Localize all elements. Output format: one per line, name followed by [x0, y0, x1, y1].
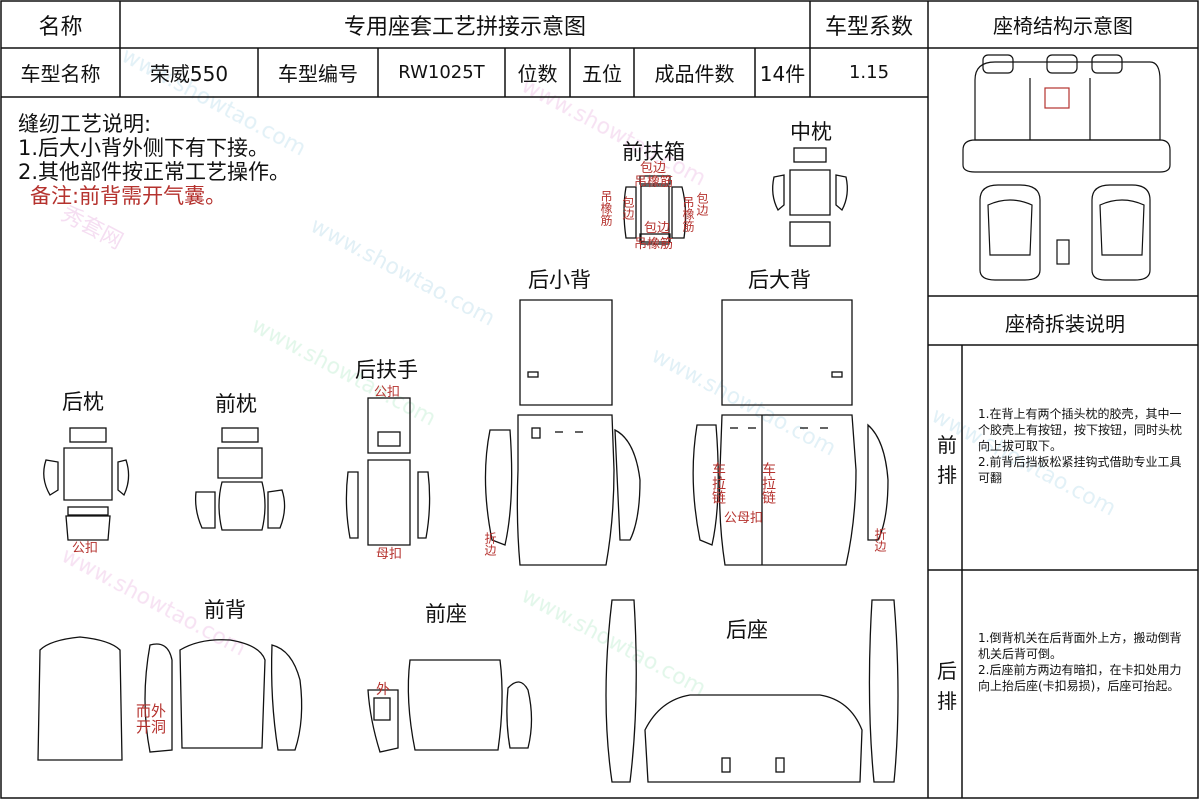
front-row-label: 前排 [937, 433, 957, 487]
header-title: 专用座套工艺拼接示意图 [343, 14, 586, 40]
annot-front-back-1: 而外 [136, 702, 166, 720]
annot-box-right: 吊橡筋 [681, 196, 695, 233]
title-front-pillow: 前枕 [215, 392, 257, 416]
annot-rear-pillow: 公扣 [72, 541, 98, 556]
piece-front-back [37, 636, 303, 761]
annotations: 包边 吊橡筋 吊橡筋 包边 吊橡筋 包边 包边 吊橡筋 公扣 公扣 母扣 折边 … [72, 161, 887, 736]
disassembly-title: 座椅拆装说明 [1005, 312, 1125, 336]
pattern-pieces [37, 147, 899, 783]
rear-instr-2: 2.后座前方两边有暗扣，在卡扣处用力向上抬后座(卡扣易损)，后座可抬起。 [978, 663, 1182, 693]
seats-value: 五位 [582, 62, 622, 86]
annot-box-bottom-1: 包边 [644, 221, 670, 236]
coef-value: 1.15 [848, 62, 890, 83]
annot-big-back-edge: 折边 [873, 527, 887, 553]
annot-box-top-2: 吊橡筋 [634, 174, 673, 190]
piece-rear-armrest [345, 397, 431, 546]
annot-big-back-zip-right: 车拉链 [760, 461, 776, 505]
seats-label: 位数 [517, 62, 558, 86]
notes-line1: 1.后大小背外侧下有下接。 [18, 136, 270, 160]
notes-heading: 缝纫工艺说明: [18, 112, 152, 136]
front-instr-2: 2.前背后挡板松紧挂钩式借助专业工具可翻 [978, 455, 1182, 485]
front-row-instructions: 1.在背上有两个插头枕的胶壳，其中一个胶壳上有按钮，按下按钮，同时头枕向上拔可取… [978, 406, 1188, 486]
piece-front-pillow [194, 427, 286, 531]
model-name-label: 车型名称 [20, 62, 101, 86]
piece-rear-seat [605, 599, 899, 783]
notes-remark: 备注:前背需开气囊。 [30, 184, 227, 208]
rear-row-label: 后排 [937, 659, 957, 713]
annot-box-bottom-2: 吊橡筋 [634, 236, 673, 252]
front-instr-1: 1.在背上有两个插头枕的胶壳，其中一个胶壳上有按钮，按下按钮，同时头枕向上拔可取… [978, 407, 1183, 453]
title-front-box: 前扶箱 [622, 140, 685, 164]
sewing-notes: 缝纫工艺说明: 1.后大小背外侧下有下接。 2.其他部件按正常工艺操作。 备注:… [18, 112, 290, 208]
rear-row-instructions: 1.倒背机关在后背面外上方，搬动倒背机关后背可倒。 2.后座前方两边有暗扣，在卡… [978, 630, 1188, 694]
header-name-label: 名称 [38, 14, 83, 40]
rear-instr-1: 1.倒背机关在后背面外上方，搬动倒背机关后背可倒。 [978, 631, 1182, 661]
title-front-seat: 前座 [425, 602, 467, 626]
annot-big-back-zip-left: 车拉链 [710, 461, 726, 505]
piece-front-seat [367, 659, 533, 753]
title-front-back: 前背 [204, 598, 246, 622]
annot-box-top-1: 包边 [640, 161, 666, 176]
seat-structure-sketch [962, 54, 1171, 281]
piece-rear-small-back [484, 299, 641, 566]
piece-rear-pillow [43, 427, 130, 541]
annot-big-back-snap: 公母扣 [724, 511, 763, 526]
annot-armrest-top: 公扣 [374, 385, 400, 400]
title-rear-seat: 后座 [726, 618, 768, 642]
annot-front-seat: 外 [376, 682, 390, 698]
model-no-value: RW1025T [398, 62, 485, 83]
model-name-value: 荣威550 [149, 62, 229, 86]
right-panel-title: 座椅结构示意图 [993, 14, 1133, 38]
piece-rear-big-back [692, 299, 889, 566]
title-rear-big-back: 后大背 [748, 268, 811, 292]
title-rear-small-back: 后小背 [528, 268, 591, 292]
watermark-6: www.showtao.com [517, 583, 710, 701]
piece-middle-pillow [772, 147, 848, 247]
watermark-4: www.showtao.com [647, 343, 840, 461]
model-no-label: 车型编号 [278, 62, 358, 86]
annot-small-back-edge: 折边 [483, 531, 497, 557]
annot-box-left-2: 包边 [621, 196, 635, 221]
pieces-label: 成品件数 [654, 62, 735, 86]
pieces-value: 14件 [759, 62, 806, 86]
notes-line2: 2.其他部件按正常工艺操作。 [18, 160, 291, 184]
title-middle-pillow: 中枕 [790, 120, 832, 144]
annot-box-right-2: 包边 [695, 192, 709, 217]
piece-front-box [623, 175, 687, 245]
title-rear-pillow: 后枕 [62, 390, 104, 414]
header-coef-label: 车型系数 [824, 14, 913, 40]
title-rear-armrest: 后扶手 [355, 358, 418, 382]
annot-box-left: 吊橡筋 [599, 190, 613, 227]
annot-armrest-bottom: 母扣 [376, 547, 402, 562]
annot-front-back-2: 开洞 [136, 718, 166, 736]
